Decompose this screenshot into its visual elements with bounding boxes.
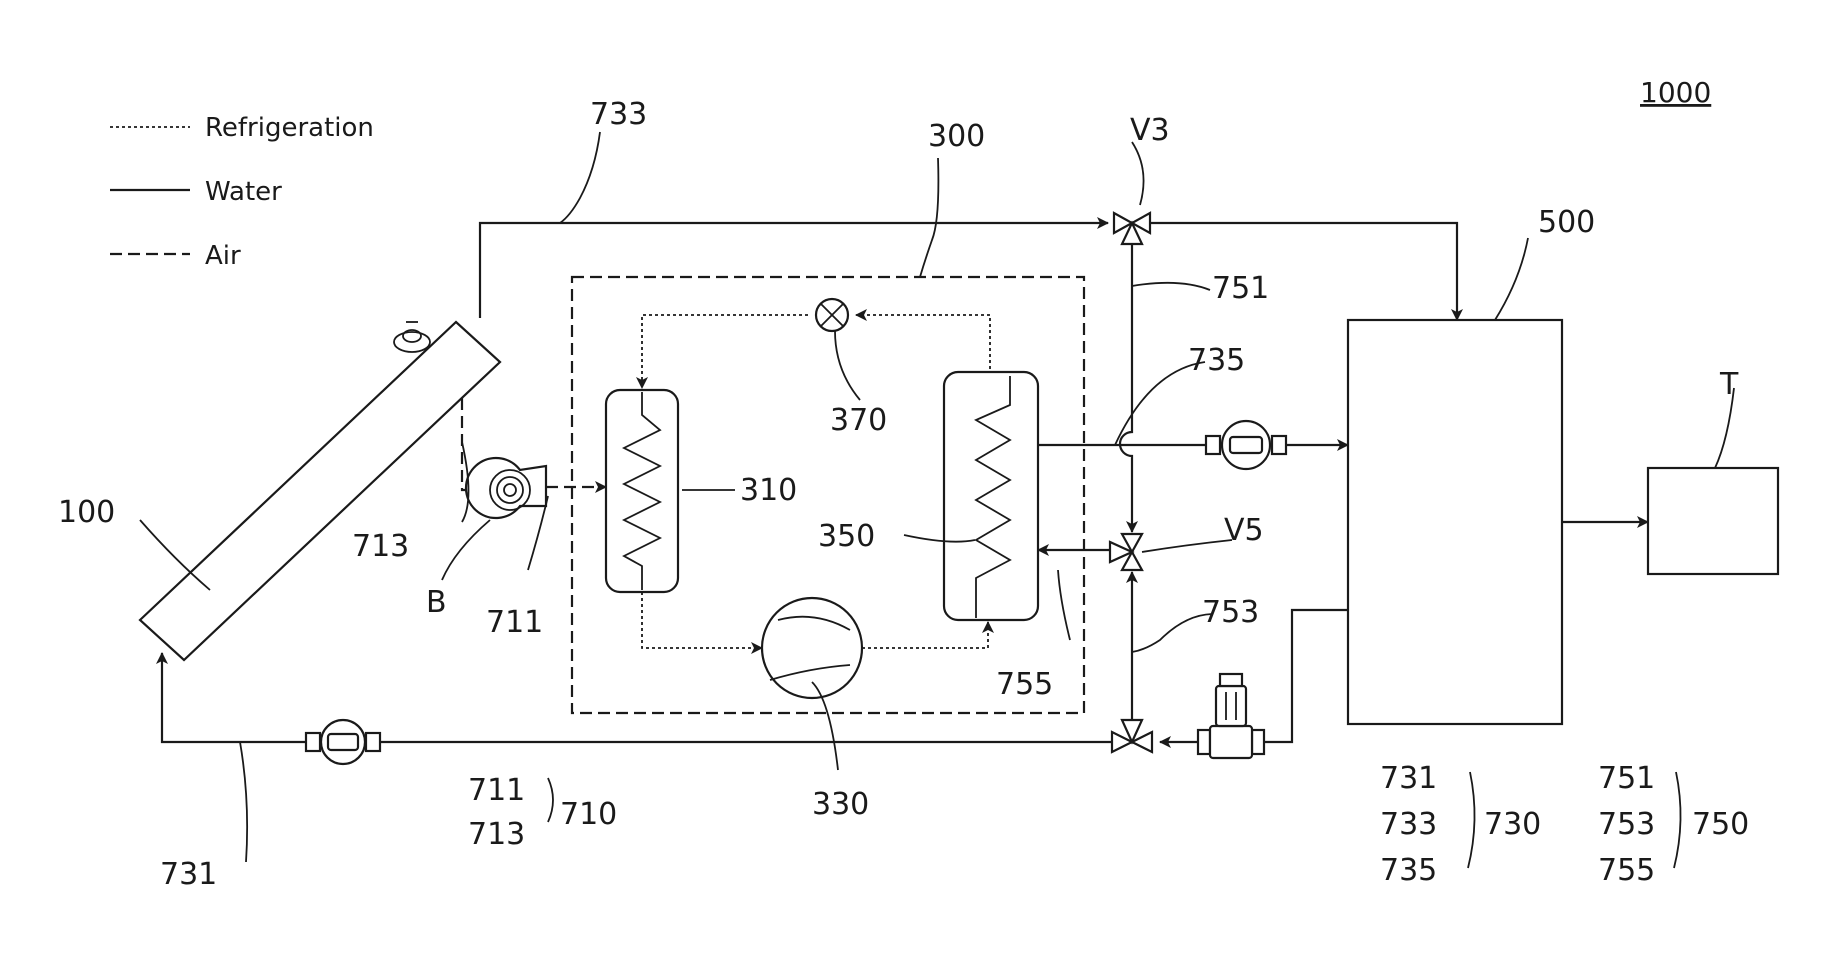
group-710-member-1: 711 xyxy=(468,773,525,808)
label-compressor: 330 xyxy=(812,787,869,822)
bracket-730 xyxy=(1468,772,1475,868)
evaporator-body xyxy=(606,390,678,592)
blower xyxy=(466,458,546,518)
label-755: 755 xyxy=(996,667,1053,702)
condenser xyxy=(944,372,1038,620)
label-collector: 100 xyxy=(58,495,115,530)
group-750-member-2: 753 xyxy=(1598,807,1655,842)
group-710-member-2: 713 xyxy=(468,817,525,852)
pipe-tank-outlet xyxy=(1264,610,1348,742)
evaporator xyxy=(606,390,678,592)
ref-line-to-evaporator xyxy=(642,315,808,388)
ref-line-to-compressor xyxy=(642,592,762,648)
ref-line-to-condenser xyxy=(862,622,988,648)
legend-refrigeration-label: Refrigeration xyxy=(205,113,374,143)
label-753: 753 xyxy=(1202,595,1259,630)
group-730-member-1: 731 xyxy=(1380,761,1437,796)
pipe-731-b xyxy=(162,653,306,742)
pipe-751 xyxy=(1120,244,1132,532)
flow-meter-735 xyxy=(1206,421,1286,469)
legend: Refrigeration Water Air xyxy=(110,113,374,271)
label-blower: B xyxy=(426,585,447,620)
label-713: 713 xyxy=(352,529,409,564)
label-storage-tank: 500 xyxy=(1538,205,1595,240)
group-730-name: 730 xyxy=(1484,807,1541,842)
storage-tank xyxy=(1348,320,1562,724)
label-733: 733 xyxy=(590,97,647,132)
legend-water-label: Water xyxy=(205,177,282,207)
pipe-v3-to-tank xyxy=(1150,223,1457,320)
bracket-750 xyxy=(1674,772,1681,868)
pump xyxy=(1198,674,1264,758)
group-750-member-1: 751 xyxy=(1598,761,1655,796)
label-expansion-valve: 370 xyxy=(830,403,887,438)
label-v5: V5 xyxy=(1224,513,1264,548)
load-tank xyxy=(1648,468,1778,574)
label-load-tank: T xyxy=(1719,367,1739,402)
group-750-member-3: 755 xyxy=(1598,853,1655,888)
pipe-733 xyxy=(480,223,1108,318)
valve-v3 xyxy=(1114,213,1150,244)
label-751: 751 xyxy=(1212,271,1269,306)
group-750-name: 750 xyxy=(1692,807,1749,842)
label-heat-pump-unit: 300 xyxy=(928,119,985,154)
group-710-name: 710 xyxy=(560,797,617,832)
flow-meter-731 xyxy=(306,720,380,764)
label-731: 731 xyxy=(160,857,217,892)
expansion-valve xyxy=(816,299,848,331)
label-condenser: 350 xyxy=(818,519,875,554)
legend-air-label: Air xyxy=(205,241,241,271)
sun-icon xyxy=(394,322,430,352)
label-711: 711 xyxy=(486,605,543,640)
valve-v5 xyxy=(1110,534,1142,570)
label-evaporator: 310 xyxy=(740,473,797,508)
group-730-member-2: 733 xyxy=(1380,807,1437,842)
bracket-710 xyxy=(548,778,553,822)
label-v3: V3 xyxy=(1130,113,1170,148)
figure-reference: 1000 xyxy=(1640,76,1711,109)
label-735: 735 xyxy=(1188,343,1245,378)
valve-lower xyxy=(1112,720,1152,752)
condenser-body xyxy=(944,372,1038,620)
group-730-member-3: 735 xyxy=(1380,853,1437,888)
